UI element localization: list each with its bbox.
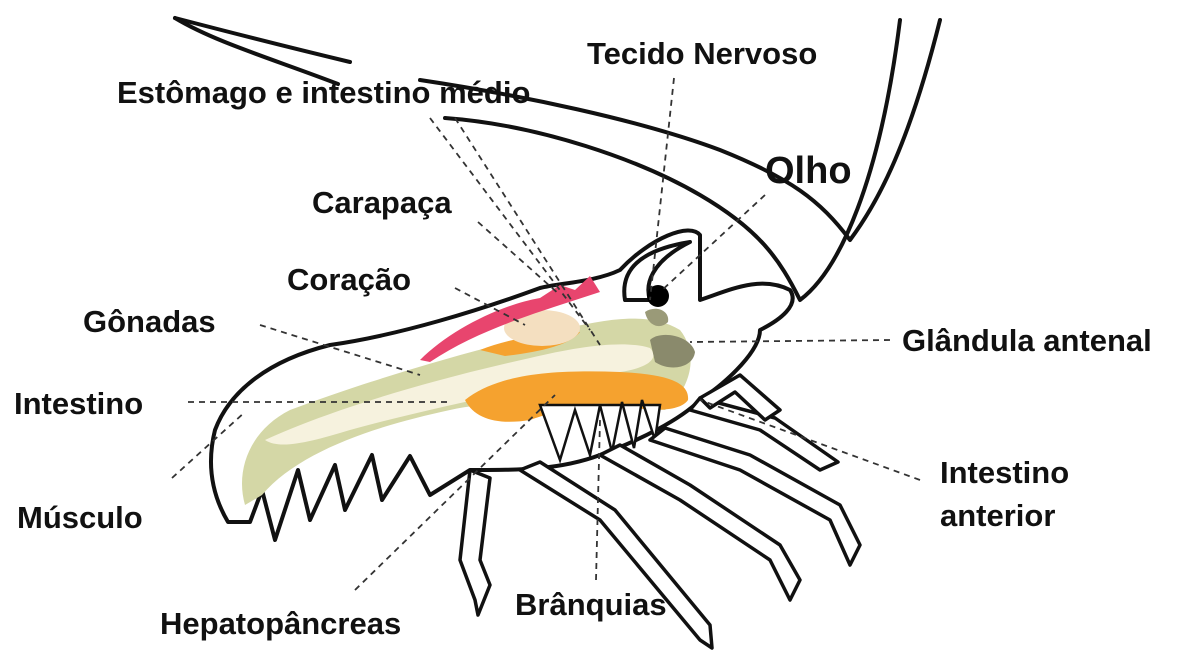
label-gonadas: Gônadas xyxy=(83,304,216,339)
label-hepatopancreas: Hepatopâncreas xyxy=(160,606,401,641)
label-olho: Olho xyxy=(765,150,852,192)
label-branquias: Brânquias xyxy=(515,587,667,622)
label-glandula-antenal: Glândula antenal xyxy=(902,323,1152,358)
label-intestino: Intestino xyxy=(14,386,143,421)
label-estomago-intestino-medio: Estômago e intestino médio xyxy=(117,75,530,110)
gills-region xyxy=(540,400,660,460)
label-carapaca: Carapaça xyxy=(312,185,452,220)
label-musculo: Músculo xyxy=(17,500,143,535)
label-coracao: Coração xyxy=(287,262,411,297)
label-tecido-nervoso: Tecido Nervoso xyxy=(587,36,817,71)
label-intestino-anterior-line1: Intestino xyxy=(940,455,1069,490)
eye-region xyxy=(647,285,669,307)
label-intestino-anterior-line2: anterior xyxy=(940,498,1055,533)
antennal-gland-region xyxy=(650,335,695,368)
